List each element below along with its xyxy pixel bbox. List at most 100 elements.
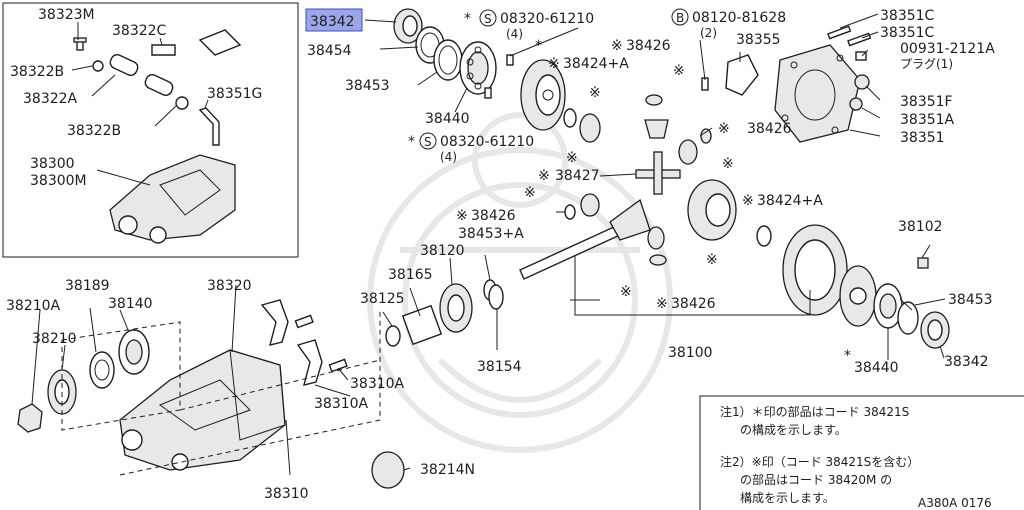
spacer-38165[interactable] [401,304,443,346]
label-38102[interactable]: 38102 [898,219,943,235]
drive-pinion-38100[interactable] [519,198,651,280]
bearing-38140[interactable] [118,329,150,375]
bolt-08320-top[interactable] [506,54,514,66]
washer-38125[interactable] [385,325,401,347]
washer-38426-c[interactable] [700,128,712,144]
label-bolt-08320-bottom[interactable]: 08320-61210 [440,134,534,150]
stud-38351C-b[interactable] [847,32,872,47]
washer-38426-a[interactable] [563,108,577,128]
side-gear-b[interactable] [678,139,698,165]
stud-38351C-a[interactable] [827,25,852,40]
bearing-cap-38310-b[interactable] [296,339,323,386]
carrier-38320[interactable] [119,349,286,471]
label-38300[interactable]: 38300 [30,156,75,172]
diff-case-38424A[interactable] [520,59,566,131]
oil-seal-38189[interactable] [89,351,115,389]
label-38125[interactable]: 38125 [360,291,405,307]
label-38165[interactable]: 38165 [388,267,433,283]
label-plug-00931[interactable]: 00931-2121A [900,41,995,57]
bolt-08320-bottom[interactable] [484,87,492,99]
ring-gear[interactable] [782,224,848,316]
label-bolt-08320-top[interactable]: 08320-61210 [500,11,594,27]
pinion-gear-a[interactable] [644,119,669,139]
clip-38322C[interactable] [151,29,242,56]
label-38426-d[interactable]: 38426 [671,296,716,312]
label-38154[interactable]: 38154 [477,359,522,375]
label-38140[interactable]: 38140 [108,296,153,312]
label-38426-a[interactable]: 38426 [626,38,671,54]
bolt-38102[interactable] [917,257,929,269]
bearing-38440-right[interactable] [873,283,903,329]
carrier-assembly-38300[interactable] [109,154,236,244]
pinion-shaft-38427[interactable] [635,151,681,195]
washer-38426-b[interactable] [645,94,663,106]
bearing-cap-38310-a[interactable] [260,299,289,346]
shim-38453[interactable] [433,39,463,81]
label-38424A-b[interactable]: 38424+A [757,193,823,209]
label-38351C-a[interactable]: 38351C [880,8,935,24]
label-38210[interactable]: 38210 [32,331,77,347]
label-38300M[interactable]: 38300M [30,173,87,189]
diff-case-right[interactable] [839,265,877,327]
label-38440-right[interactable]: 38440 [854,360,899,376]
drain-38351A[interactable] [849,97,863,111]
side-gear-a[interactable] [579,113,601,143]
label-38342-top[interactable]: 38342 [310,14,355,30]
label-38440-top[interactable]: 38440 [425,111,470,127]
label-38310A-b[interactable]: 38310A [314,396,369,412]
label-38322C[interactable]: 38322C [112,23,167,39]
shim-38453-right[interactable] [897,301,919,335]
label-38323M[interactable]: 38323M [38,7,95,23]
pinion-gear-b[interactable] [580,193,600,217]
label-38210A[interactable]: 38210A [6,298,61,314]
rear-cover-38351[interactable] [774,44,861,143]
bracket-38355[interactable] [725,54,759,96]
washer-38426-e[interactable] [649,254,667,266]
label-38453-right[interactable]: 38453 [948,292,993,308]
label-38351C-b[interactable]: 38351C [880,25,935,41]
nut-38210A[interactable] [17,403,43,433]
bolt-38323M[interactable] [73,37,87,51]
label-38214N[interactable]: 38214N [420,462,475,478]
label-38189[interactable]: 38189 [65,278,110,294]
bolt-38310A-a[interactable] [294,314,314,329]
plug-00931[interactable] [855,51,867,61]
label-38426-c[interactable]: 38426 [471,208,516,224]
label-38454[interactable]: 38454 [307,43,352,59]
diff-case-38424A-b[interactable] [687,179,737,241]
label-bolt-08120[interactable]: 08120-81628 [692,10,786,26]
label-38120[interactable]: 38120 [420,243,465,259]
clamp-38322B-a[interactable] [92,60,104,72]
label-38100[interactable]: 38100 [668,345,713,361]
clamp-38322B-b[interactable] [175,96,189,110]
washer-38426-d[interactable] [564,204,576,220]
label-38426-b[interactable]: 38426 [747,121,792,137]
bearing-cup-38342[interactable] [393,8,423,44]
collar-38154[interactable] [488,284,504,310]
bearing-38120[interactable] [439,283,473,333]
breather-38351G[interactable] [198,107,220,146]
pinion-gear-c[interactable] [647,226,665,250]
label-38424A-a[interactable]: 38424+A [563,56,629,72]
label-38355[interactable]: 38355 [736,32,781,48]
label-38310[interactable]: 38310 [264,486,309,502]
label-38322A[interactable]: 38322A [23,91,78,107]
label-38453A[interactable]: 38453+A [458,226,524,242]
label-38342-right[interactable]: 38342 [944,354,989,370]
label-38351G[interactable]: 38351G [207,86,262,102]
label-38453-top[interactable]: 38453 [345,78,390,94]
label-38322B-b[interactable]: 38322B [67,123,121,139]
bolt-38310A-b[interactable] [328,358,348,373]
label-38351[interactable]: 38351 [900,130,945,146]
bearing-cup-38342-right[interactable] [920,311,950,349]
washer-38424A[interactable] [756,225,772,247]
filler-plug-38351F[interactable] [854,74,870,90]
label-38351A[interactable]: 38351A [900,112,955,128]
label-38351F[interactable]: 38351F [900,94,953,110]
plug-38214N[interactable] [371,451,405,489]
label-38322B-a[interactable]: 38322B [10,64,64,80]
hose-38322A[interactable] [108,53,174,98]
bearing-38440[interactable] [459,41,497,95]
label-38310A-a[interactable]: 38310A [350,376,405,392]
label-38427[interactable]: 38427 [555,168,600,184]
